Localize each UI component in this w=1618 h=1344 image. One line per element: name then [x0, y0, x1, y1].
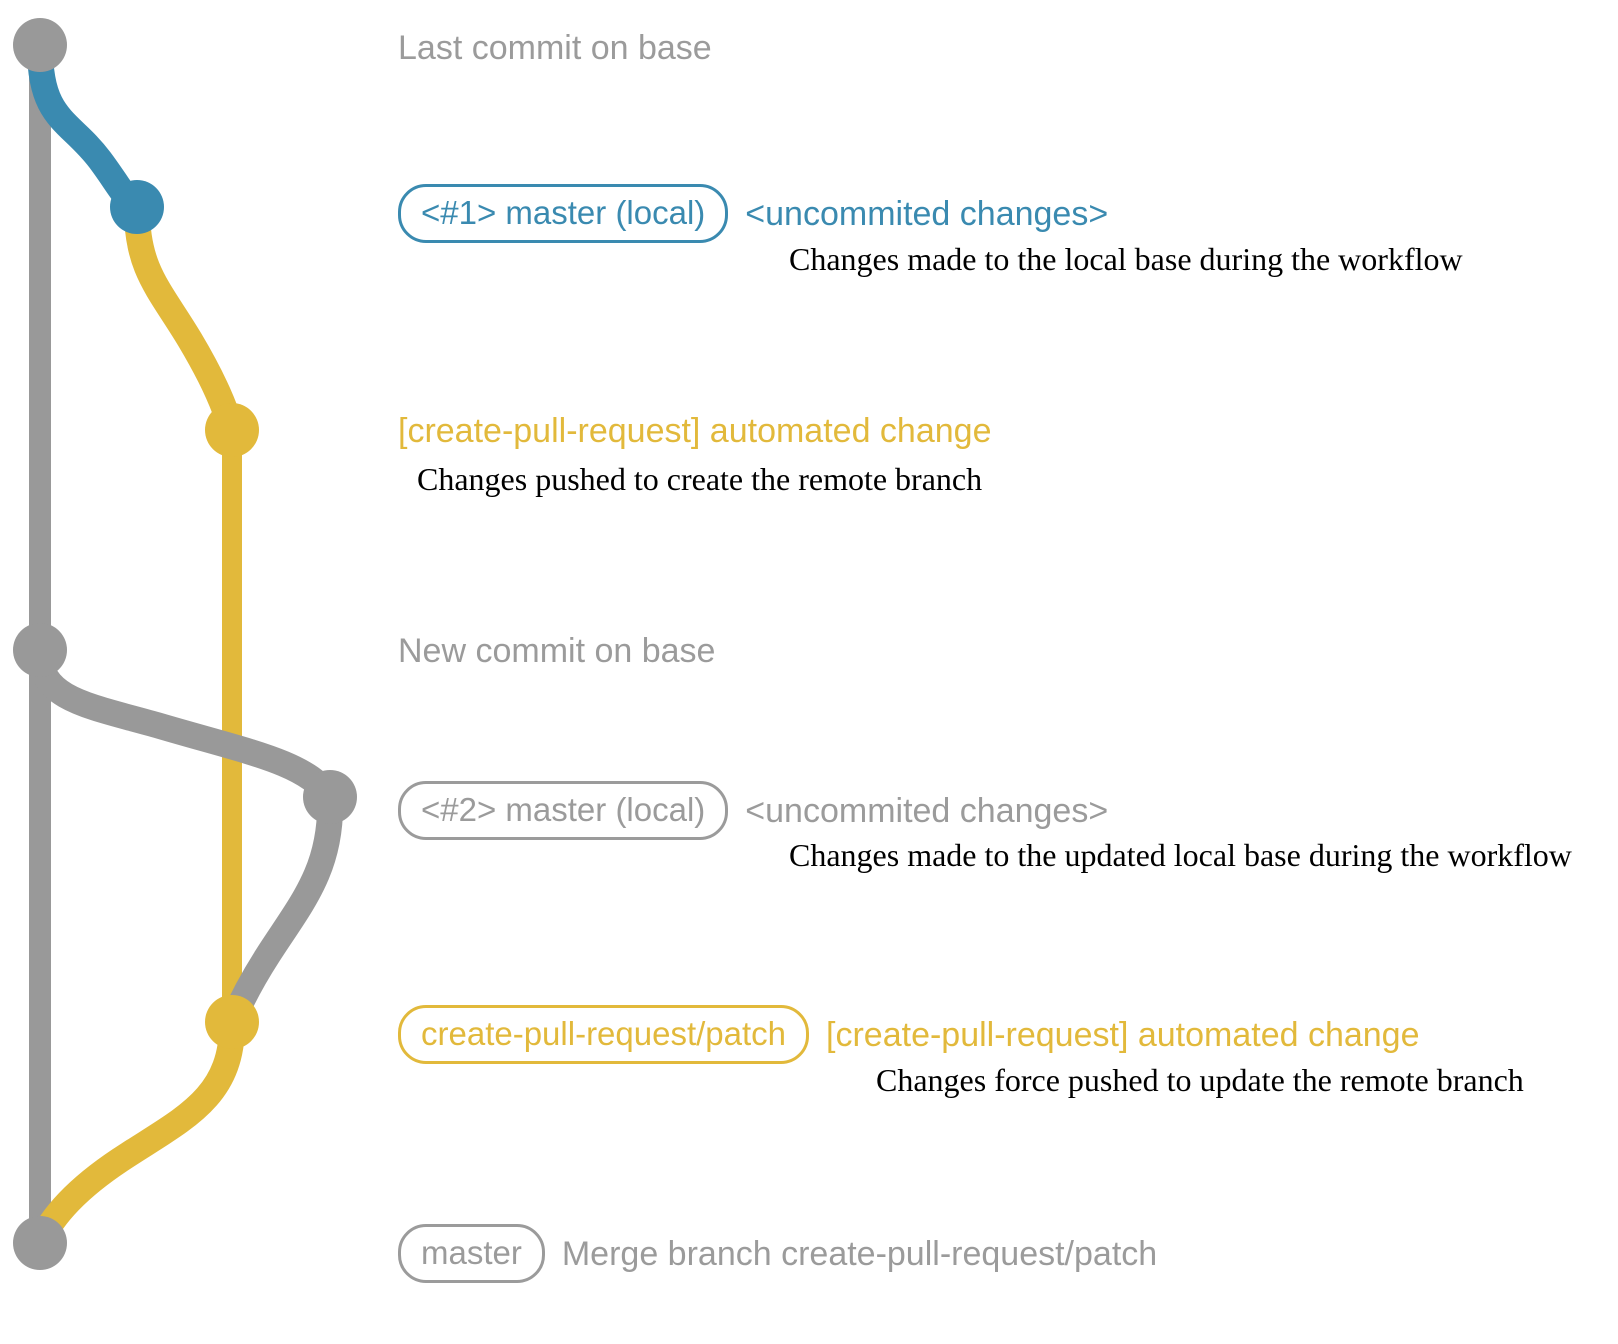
branch-pill-local-2[interactable]: <#2> master (local) [398, 781, 729, 840]
commit-subject: [create-pull-request] automated change [398, 412, 992, 450]
commit-row-new-commit-on-base: New commit on base [398, 634, 715, 668]
commit-row-merge-commit: master Merge branch create-pull-request/… [398, 1224, 1157, 1283]
commit-row-automated-change-2: create-pull-request/patch [create-pull-r… [398, 1005, 1420, 1064]
commit-row-automated-change-1: [create-pull-request] automated change [398, 414, 991, 448]
edge-patch2-to-merge [27, 1012, 245, 1256]
commit-subject: Merge branch create-pull-request/patch [561, 1234, 1158, 1273]
edge-base-to-local2 [27, 640, 343, 810]
commit-row-local-2: <#2> master (local) <uncommited changes> [398, 781, 1108, 840]
commit-row-last-commit-on-base: Last commit on base [398, 31, 712, 65]
commit-node-automated-change-1[interactable] [205, 403, 259, 457]
commit-subject: <uncommited changes> [745, 194, 1109, 233]
commit-subject: Last commit on base [398, 29, 712, 67]
commit-subject: <uncommited changes> [745, 791, 1109, 830]
commit-row-local-1: <#1> master (local) <uncommited changes> [398, 184, 1108, 243]
commit-node-last-commit-on-base[interactable] [13, 18, 67, 72]
commit-node-local-1[interactable] [110, 180, 164, 234]
commit-note-local-1: Changes made to the local base during th… [789, 241, 1463, 277]
branch-pill-create-pull-request-patch[interactable]: create-pull-request/patch [398, 1005, 810, 1064]
commit-node-merge-commit[interactable] [13, 1216, 67, 1270]
commit-node-new-commit-on-base[interactable] [13, 623, 67, 677]
commit-note-local-2: Changes made to the updated local base d… [789, 837, 1572, 873]
branch-pill-local-1[interactable]: <#1> master (local) [398, 184, 729, 243]
branch-pill-master[interactable]: master [398, 1224, 545, 1283]
commit-note-automated-change-2: Changes force pushed to update the remot… [876, 1062, 1524, 1098]
commit-subject: [create-pull-request] automated change [826, 1015, 1420, 1054]
commit-note-automated-change-1: Changes pushed to create the remote bran… [417, 461, 983, 497]
commit-subject: New commit on base [398, 632, 716, 670]
commit-node-local-2[interactable] [303, 770, 357, 824]
commit-node-automated-change-2[interactable] [205, 995, 259, 1049]
